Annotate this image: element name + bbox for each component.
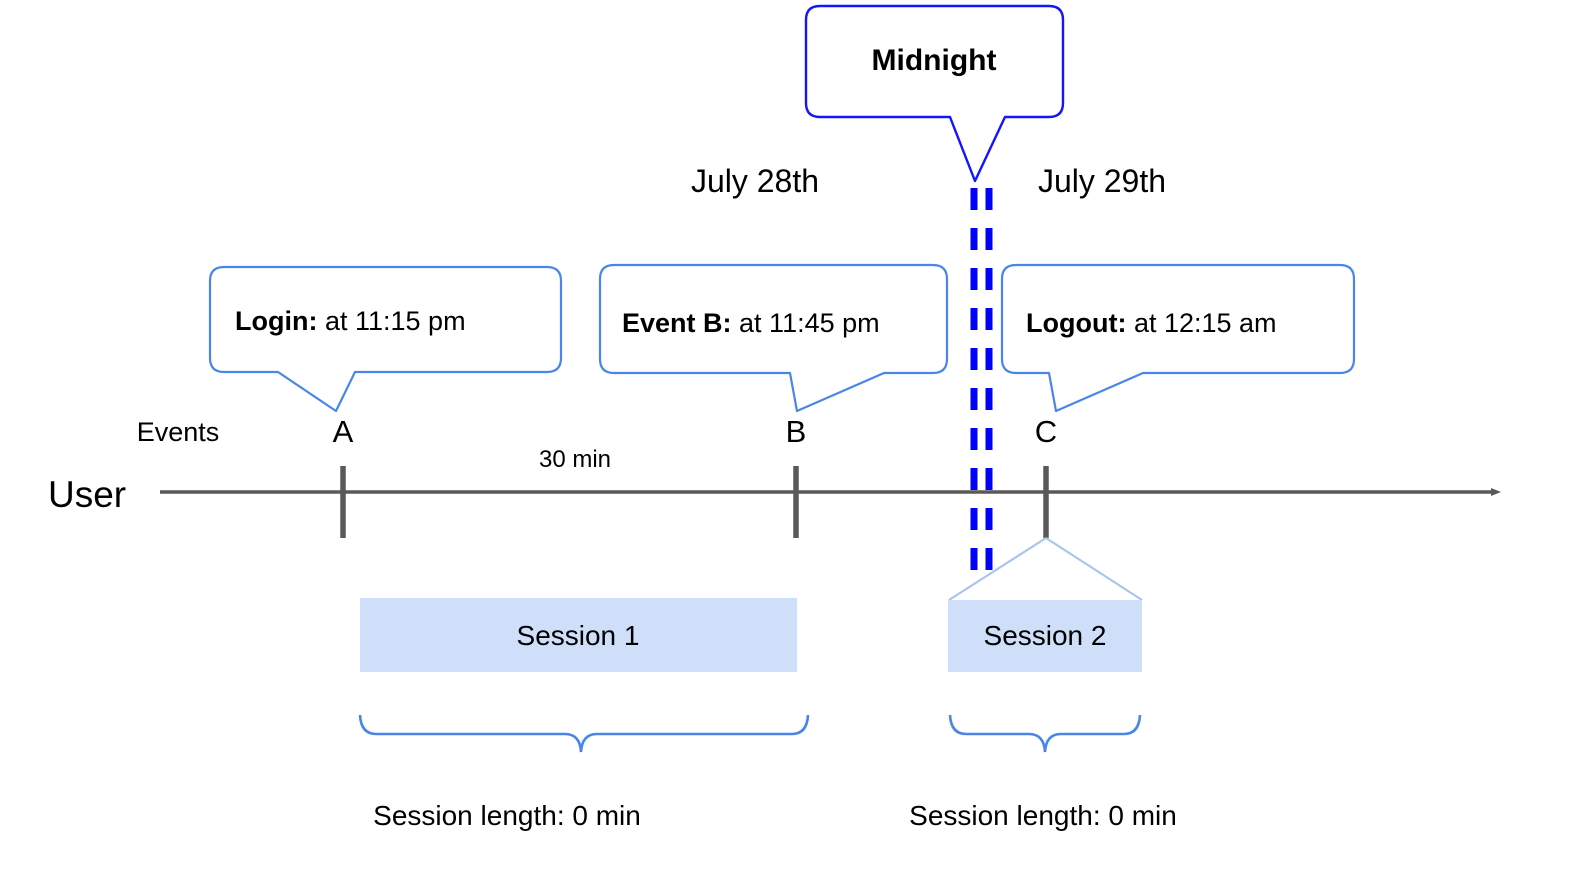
session-1-length-label: Session length: 0 min — [373, 800, 641, 831]
event-letter-b: B — [786, 414, 807, 449]
duration-label-30-min: 30 min — [539, 446, 611, 473]
date-label-july-28: July 28th — [691, 163, 819, 199]
callout-event-b-text: Event B: at 11:45 pm — [622, 308, 880, 338]
midnight-label: Midnight — [872, 44, 997, 77]
row-label-events: Events — [137, 417, 220, 447]
timeline-axis — [160, 466, 1501, 538]
callout-event-b-shape — [598, 263, 949, 413]
session-2-funnel — [948, 537, 1143, 601]
callout-login-text: Login: at 11:15 pm — [235, 306, 466, 336]
callout-logout-title: Logout: — [1026, 308, 1126, 338]
callout-logout-shape — [1000, 263, 1356, 413]
callout-logout-detail: at 12:15 am — [1126, 308, 1276, 338]
session-2-brace — [948, 714, 1142, 753]
session-1-label: Session 1 — [517, 620, 640, 651]
session-2-funnel-left — [948, 537, 1047, 601]
midnight-callout-shape — [804, 4, 1065, 183]
session-2-box-group: Session 2 — [948, 600, 1142, 672]
callout-logout-text: Logout: at 12:15 am — [1026, 308, 1277, 338]
callout-logout: Logout: at 12:15 am — [1000, 263, 1356, 413]
session-1-brace — [358, 714, 810, 753]
callout-login-detail: at 11:15 pm — [317, 306, 465, 336]
callout-event-b-detail: at 11:45 pm — [732, 308, 880, 338]
session-2-label: Session 2 — [984, 620, 1107, 651]
callout-login: Login: at 11:15 pm — [208, 265, 563, 413]
callout-login-shape — [208, 265, 563, 413]
session-1-box-group: Session 1 — [360, 598, 797, 672]
callout-event-b: Event B: at 11:45 pm — [598, 263, 949, 413]
event-letter-a: A — [333, 414, 354, 449]
midnight-callout: Midnight — [804, 4, 1065, 183]
row-label-user: User — [48, 474, 126, 515]
session-2-length-label: Session length: 0 min — [909, 800, 1177, 831]
event-letter-c: C — [1035, 414, 1057, 449]
callout-login-title: Login: — [235, 306, 317, 336]
callout-event-b-title: Event B: — [622, 308, 732, 338]
session-2-brace-group: Session length: 0 min — [909, 714, 1177, 831]
date-label-july-29: July 29th — [1038, 163, 1166, 199]
midnight-divider — [970, 188, 993, 582]
session-1-box — [360, 598, 797, 672]
session-2-box — [948, 600, 1142, 672]
session-1-brace-group: Session length: 0 min — [358, 714, 810, 831]
session-2-funnel-right — [1045, 537, 1143, 601]
